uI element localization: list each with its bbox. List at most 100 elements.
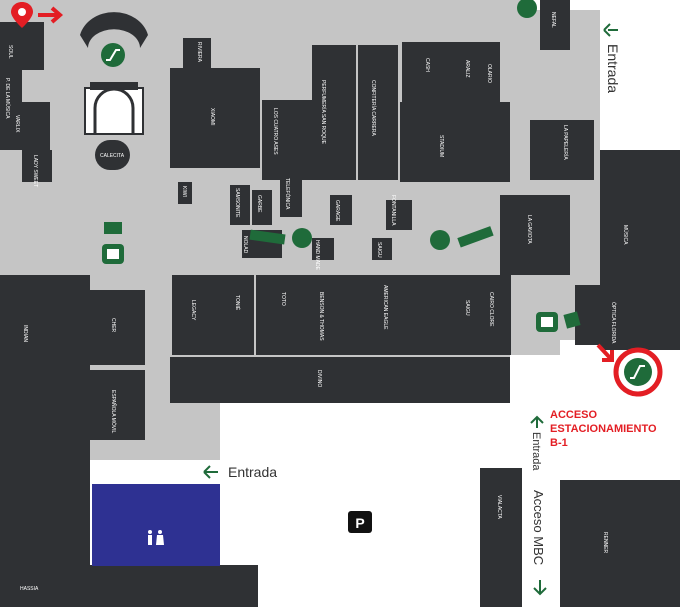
store-toto[interactable] (256, 275, 312, 355)
store-label: LA PAPELERÍA (562, 125, 569, 160)
store-benson[interactable] (312, 275, 350, 355)
store-espanola[interactable] (90, 370, 145, 440)
elevator-icon[interactable] (102, 244, 124, 264)
store-label: FONTANILLA (390, 195, 396, 226)
store-soul[interactable] (0, 22, 44, 70)
store-nefal[interactable] (540, 0, 570, 50)
escalator-icon[interactable] (101, 43, 125, 67)
store-label: ESPAÑOLA MÓVIL (110, 390, 117, 433)
store-pdelamusica[interactable] (0, 70, 22, 102)
store-label: HAND MADE (314, 240, 320, 271)
store-label: CONFITERÍA CARRERA (370, 80, 377, 137)
store-label: DIVINO (316, 370, 322, 387)
store-label: VIALACTA (496, 495, 502, 519)
store-saigu2[interactable] (455, 275, 483, 355)
acceso-line3: B-1 (550, 437, 568, 449)
escalator-ramp (249, 229, 286, 245)
store-label: SOUL (7, 45, 13, 59)
store-vialacta[interactable] (480, 468, 522, 607)
entrada-top-label: Entrada (605, 44, 621, 93)
store-stadium[interactable] (400, 102, 510, 182)
escalator-icon[interactable] (517, 0, 537, 18)
store-label: HASSIA (20, 586, 39, 592)
store-label: TONIÉ (234, 295, 241, 311)
store-label: NEFAL (550, 12, 556, 28)
store-label: KIWI (181, 186, 187, 197)
store-label: ARALIZ (464, 60, 470, 78)
escalator-icon[interactable] (430, 230, 450, 250)
store-label: STADIUM (438, 135, 444, 157)
escalator-ramp (563, 311, 581, 329)
store-cher[interactable] (90, 290, 145, 365)
store-perfumeria[interactable] (312, 45, 356, 180)
parking-label: P (355, 515, 364, 531)
store-label: LOS CUATRO ASES (272, 108, 278, 155)
clock-tower (80, 12, 148, 48)
store-cairo[interactable] (483, 275, 511, 355)
store-fontanilla[interactable] (386, 200, 412, 230)
store-telefonica[interactable] (280, 175, 302, 217)
restroom-area[interactable] (92, 484, 220, 566)
acceso-line1: ACCESO (550, 409, 598, 421)
store-cash[interactable] (402, 42, 456, 102)
store-label: XIAOMI (209, 108, 215, 126)
store-confiteria[interactable] (358, 45, 398, 180)
store-legacy[interactable] (172, 275, 218, 355)
store-loscuatroases[interactable] (262, 100, 314, 180)
store-label: GARBE (256, 195, 262, 213)
escalator-icon[interactable] (613, 347, 663, 397)
store-label: CAIRO CLORE (488, 292, 494, 327)
parking-icon[interactable] (348, 511, 372, 533)
arrow-left-icon (603, 23, 618, 37)
store-label: LADY SWEET (32, 155, 38, 187)
store-label: CALECITA (100, 153, 125, 159)
store-label: SAIGU (464, 300, 470, 316)
store-riviera[interactable] (183, 38, 211, 68)
store-araliz[interactable] (456, 42, 480, 102)
store-label: VARLIX (14, 115, 20, 133)
store-lagaviota[interactable] (500, 195, 570, 275)
store-renner[interactable] (560, 480, 680, 607)
store-olario[interactable] (480, 42, 500, 102)
store-ladysweet[interactable] (22, 150, 52, 182)
entrada-vertical-label: Entrada (530, 432, 542, 471)
store-label: MÚSICA (622, 225, 629, 245)
store-varlix[interactable] (0, 102, 50, 150)
store-optica[interactable] (575, 285, 635, 345)
store-label: ÓPTICA FLORIDA (610, 302, 617, 344)
store-xiaomi[interactable] (170, 68, 260, 168)
store-label: P. DE LA MÚSICA (4, 78, 11, 119)
store-label: TELEFÓNICA (284, 178, 291, 210)
acceso-line2: ESTACIONAMIENTO (550, 423, 657, 435)
store-label: PERFUMERÍA SAN ROQUE (320, 80, 327, 145)
store-american[interactable] (350, 275, 455, 355)
store-handmade[interactable] (312, 238, 334, 260)
elevator-icon[interactable] (536, 312, 558, 332)
location-pin-icon (11, 2, 33, 28)
arrow-up-icon (530, 415, 544, 428)
store-garbe[interactable] (252, 190, 272, 225)
store-label: SAIGU (376, 242, 382, 258)
arrow-right-icon (596, 343, 614, 362)
store-label: CASH (424, 58, 430, 72)
store-label: AMERICAN EAGLE (382, 285, 388, 330)
store-samsonite[interactable] (230, 185, 250, 225)
store-hassia[interactable] (0, 565, 258, 607)
store-garage[interactable] (330, 195, 352, 225)
store-label: INDIAN (22, 325, 28, 342)
store-divino[interactable] (170, 357, 510, 403)
store-indian[interactable] (0, 275, 90, 605)
store-calecita[interactable] (95, 140, 130, 170)
escalator-icon[interactable] (292, 228, 312, 248)
store-label: LA GAVIOTA (526, 215, 532, 244)
store-label: RENNER (602, 532, 608, 554)
restroom-icon (148, 530, 164, 545)
store-lapapeleria[interactable] (530, 120, 594, 180)
store-label: NOLAD (242, 236, 248, 254)
store-label: GARAGE (334, 200, 340, 222)
store-kiwi[interactable] (178, 182, 192, 204)
store-tonie[interactable] (218, 275, 254, 355)
arrow-right-icon (38, 6, 64, 24)
store-saigu[interactable] (372, 238, 392, 260)
